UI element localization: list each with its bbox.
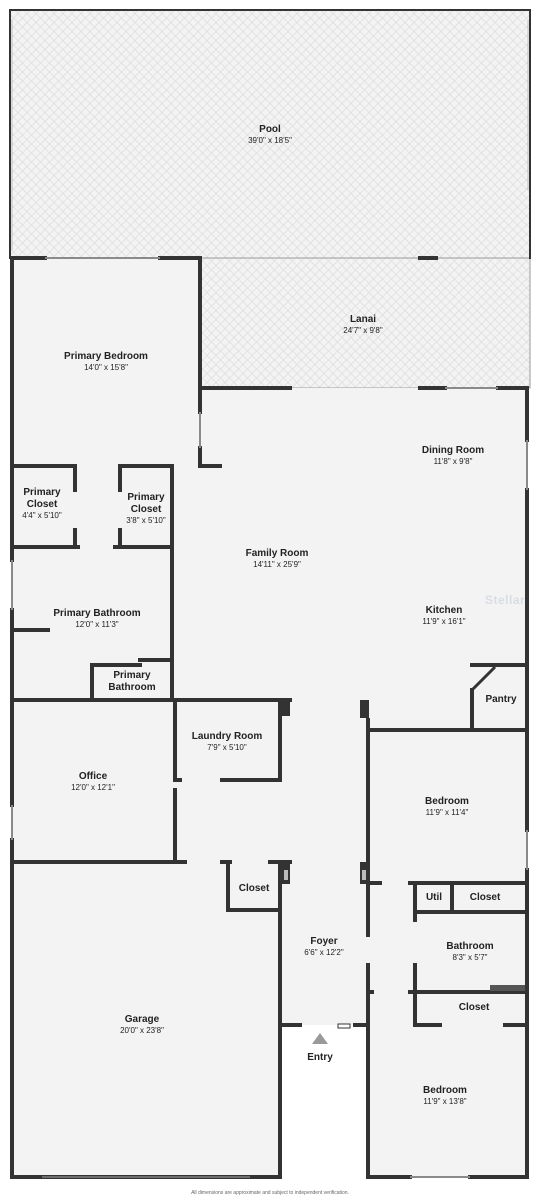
garage-label: Garage 20'0" x 23'8" xyxy=(92,1014,192,1036)
office-dims: 12'0" x 12'1" xyxy=(71,783,115,792)
primary-bedroom-label: Primary Bedroom 14'0" x 15'8" xyxy=(46,351,166,373)
walls xyxy=(9,9,531,1179)
dining-room-dims: 11'8" x 9'8" xyxy=(433,457,473,466)
windows xyxy=(11,257,528,1178)
dining-room-name: Dining Room xyxy=(421,445,485,456)
bedroom-1-dims: 11'9" x 11'4" xyxy=(425,808,469,817)
pantry-label: Pantry xyxy=(476,694,526,706)
primary-bedroom-dims: 14'0" x 15'8" xyxy=(84,363,128,372)
bedroom-1-name: Bedroom xyxy=(425,796,469,807)
family-room-label: Family Room 14'11" x 25'9" xyxy=(227,548,327,570)
lanai-label: Lanai 24'7" x 9'8" xyxy=(313,314,413,336)
primary-bathroom-small-name: Primary Bathroom xyxy=(108,670,156,693)
dining-room-label: Dining Room 11'8" x 9'8" xyxy=(403,445,503,467)
laundry-room-label: Laundry Room 7'9" x 5'10" xyxy=(178,731,276,753)
bedroom-2-label: Bedroom 11'9" x 13'8" xyxy=(395,1085,495,1107)
pool-dims: 39'0" x 18'5" xyxy=(248,136,292,145)
kitchen-dims: 11'9" x 16'1" xyxy=(422,617,466,626)
bedroom-1-label: Bedroom 11'9" x 11'4" xyxy=(397,796,497,818)
primary-bedroom-name: Primary Bedroom xyxy=(64,351,148,362)
kitchen-name: Kitchen xyxy=(425,605,463,616)
pool-label: Pool 39'0" x 18'5" xyxy=(220,124,320,146)
primary-closet-1-dims: 4'4" x 5'10" xyxy=(22,511,62,520)
closet-bed2-label: Closet xyxy=(444,1002,504,1014)
primary-bathroom-small-label: Primary Bathroom xyxy=(96,670,168,694)
primary-closet-2-label: Primary Closet 3'8" x 5'10" xyxy=(120,492,172,526)
lanai-dims: 24'7" x 9'8" xyxy=(343,326,383,335)
office-label: Office 12'0" x 12'1" xyxy=(43,771,143,793)
pool-name: Pool xyxy=(259,124,281,135)
primary-closet-1-name: Primary Closet xyxy=(23,487,61,510)
util-label: Util xyxy=(417,892,451,904)
primary-bathroom-name: Primary Bathroom xyxy=(53,608,141,619)
foyer-name: Foyer xyxy=(310,936,338,947)
lanai-name: Lanai xyxy=(349,314,377,325)
footer-disclaimer: All dimensions are approximate and subje… xyxy=(191,1190,349,1196)
interior-floor xyxy=(12,258,527,1177)
foyer-label: Foyer 6'6" x 12'2" xyxy=(284,936,364,958)
closet-bed1-label: Closet xyxy=(455,892,515,904)
office-name: Office xyxy=(78,771,108,782)
primary-closet-2-name: Primary Closet xyxy=(127,492,165,515)
family-room-name: Family Room xyxy=(245,548,309,559)
primary-closet-1-label: Primary Closet 4'4" x 5'10" xyxy=(14,487,70,521)
primary-closet-2-dims: 3'8" x 5'10" xyxy=(126,516,166,525)
laundry-room-dims: 7'9" x 5'10" xyxy=(207,743,247,752)
lanai-area xyxy=(199,257,531,389)
bathroom-name: Bathroom xyxy=(446,941,494,952)
primary-bathroom-label: Primary Bathroom 12'0" x 11'3" xyxy=(37,608,157,630)
pantry-name: Pantry xyxy=(485,694,517,705)
kitchen-label: Kitchen 11'9" x 16'1" xyxy=(394,605,494,627)
closet-bed2-name: Closet xyxy=(458,1002,490,1013)
garage-dims: 20'0" x 23'8" xyxy=(120,1026,164,1035)
foyer-dims: 6'6" x 12'2" xyxy=(304,948,344,957)
closet-garage-name: Closet xyxy=(238,883,270,894)
bedroom-2-name: Bedroom xyxy=(423,1085,467,1096)
primary-bathroom-dims: 12'0" x 11'3" xyxy=(75,620,119,629)
bathroom-dims: 8'3" x 5'7" xyxy=(452,953,488,962)
closet-bed1-name: Closet xyxy=(469,892,501,903)
garage-name: Garage xyxy=(124,1014,160,1025)
closet-garage-label: Closet xyxy=(230,883,278,895)
entry-label: Entry xyxy=(307,1052,333,1063)
bathroom-label: Bathroom 8'3" x 5'7" xyxy=(420,941,520,963)
bedroom-2-dims: 11'9" x 13'8" xyxy=(423,1097,467,1106)
util-name: Util xyxy=(425,892,443,903)
watermark-logo: Stellar xyxy=(485,593,526,607)
laundry-room-name: Laundry Room xyxy=(191,731,263,742)
family-room-dims: 14'11" x 25'9" xyxy=(253,560,301,569)
entry-arrow-icon xyxy=(312,1033,328,1044)
pool-area xyxy=(9,9,531,259)
